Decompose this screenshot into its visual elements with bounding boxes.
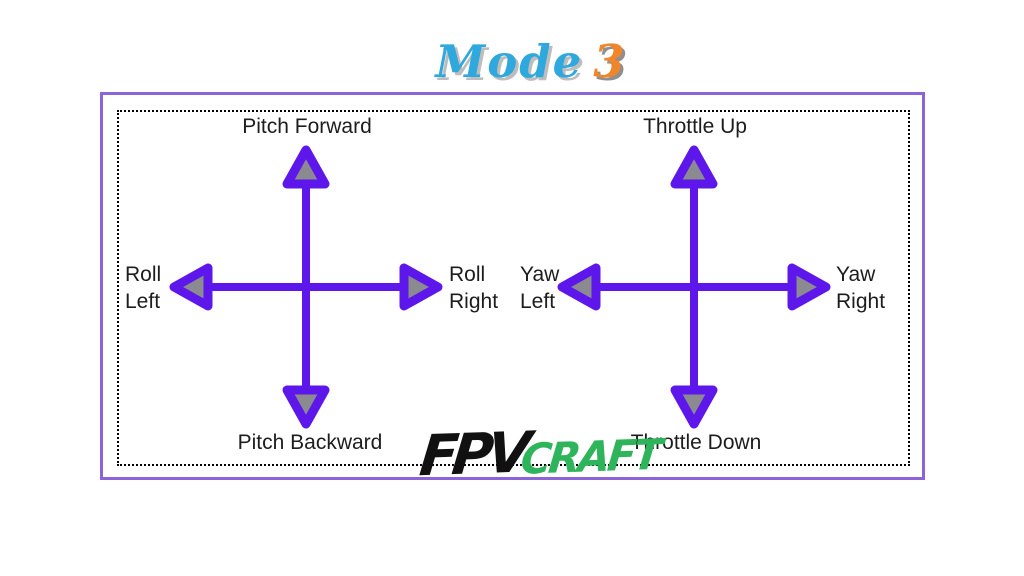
right-stick-cross	[557, 145, 831, 429]
left-stick-cross	[169, 145, 443, 429]
label-yaw-left-line1: Yaw	[520, 263, 560, 286]
title-number-text: 3	[593, 35, 627, 88]
label-roll-left-line2: Left	[125, 289, 161, 313]
label-throttle-down: Throttle Down	[630, 431, 762, 454]
arrow-down-icon	[670, 385, 718, 429]
label-roll-left-line1: Roll	[125, 263, 162, 286]
arrow-right-icon	[399, 263, 443, 311]
fpvcraft-logo: FPVCRAFT	[416, 420, 662, 490]
arrow-down-icon	[282, 385, 330, 429]
label-yaw-left-line2: Left	[520, 289, 556, 313]
logo-fpv-text: FPV	[416, 420, 529, 490]
outer-purple-frame	[100, 92, 925, 480]
arrow-left-icon	[169, 263, 213, 311]
label-yaw-right-line1: Yaw	[836, 263, 876, 286]
label-roll-right: Roll Right	[449, 262, 498, 316]
label-roll-left: Roll Left	[125, 262, 161, 316]
label-yaw-right: Yaw Right	[836, 262, 885, 316]
label-yaw-right-line2: Right	[836, 289, 886, 313]
label-roll-right-line2: Right	[449, 289, 499, 313]
label-yaw-left: Yaw Left	[520, 262, 559, 316]
logo-craft-text: CRAFT	[518, 429, 662, 484]
label-throttle-up: Throttle Up	[643, 115, 747, 138]
arrow-right-icon	[787, 263, 831, 311]
label-pitch-backward: Pitch Backward	[237, 431, 383, 454]
title-mode-text: Mode	[435, 35, 584, 88]
arrow-up-icon	[670, 145, 718, 189]
inner-dotted-frame	[117, 110, 910, 466]
label-roll-right-line1: Roll	[449, 263, 486, 286]
arrow-up-icon	[282, 145, 330, 189]
label-pitch-forward: Pitch Forward	[242, 115, 372, 138]
arrow-left-icon	[557, 263, 601, 311]
